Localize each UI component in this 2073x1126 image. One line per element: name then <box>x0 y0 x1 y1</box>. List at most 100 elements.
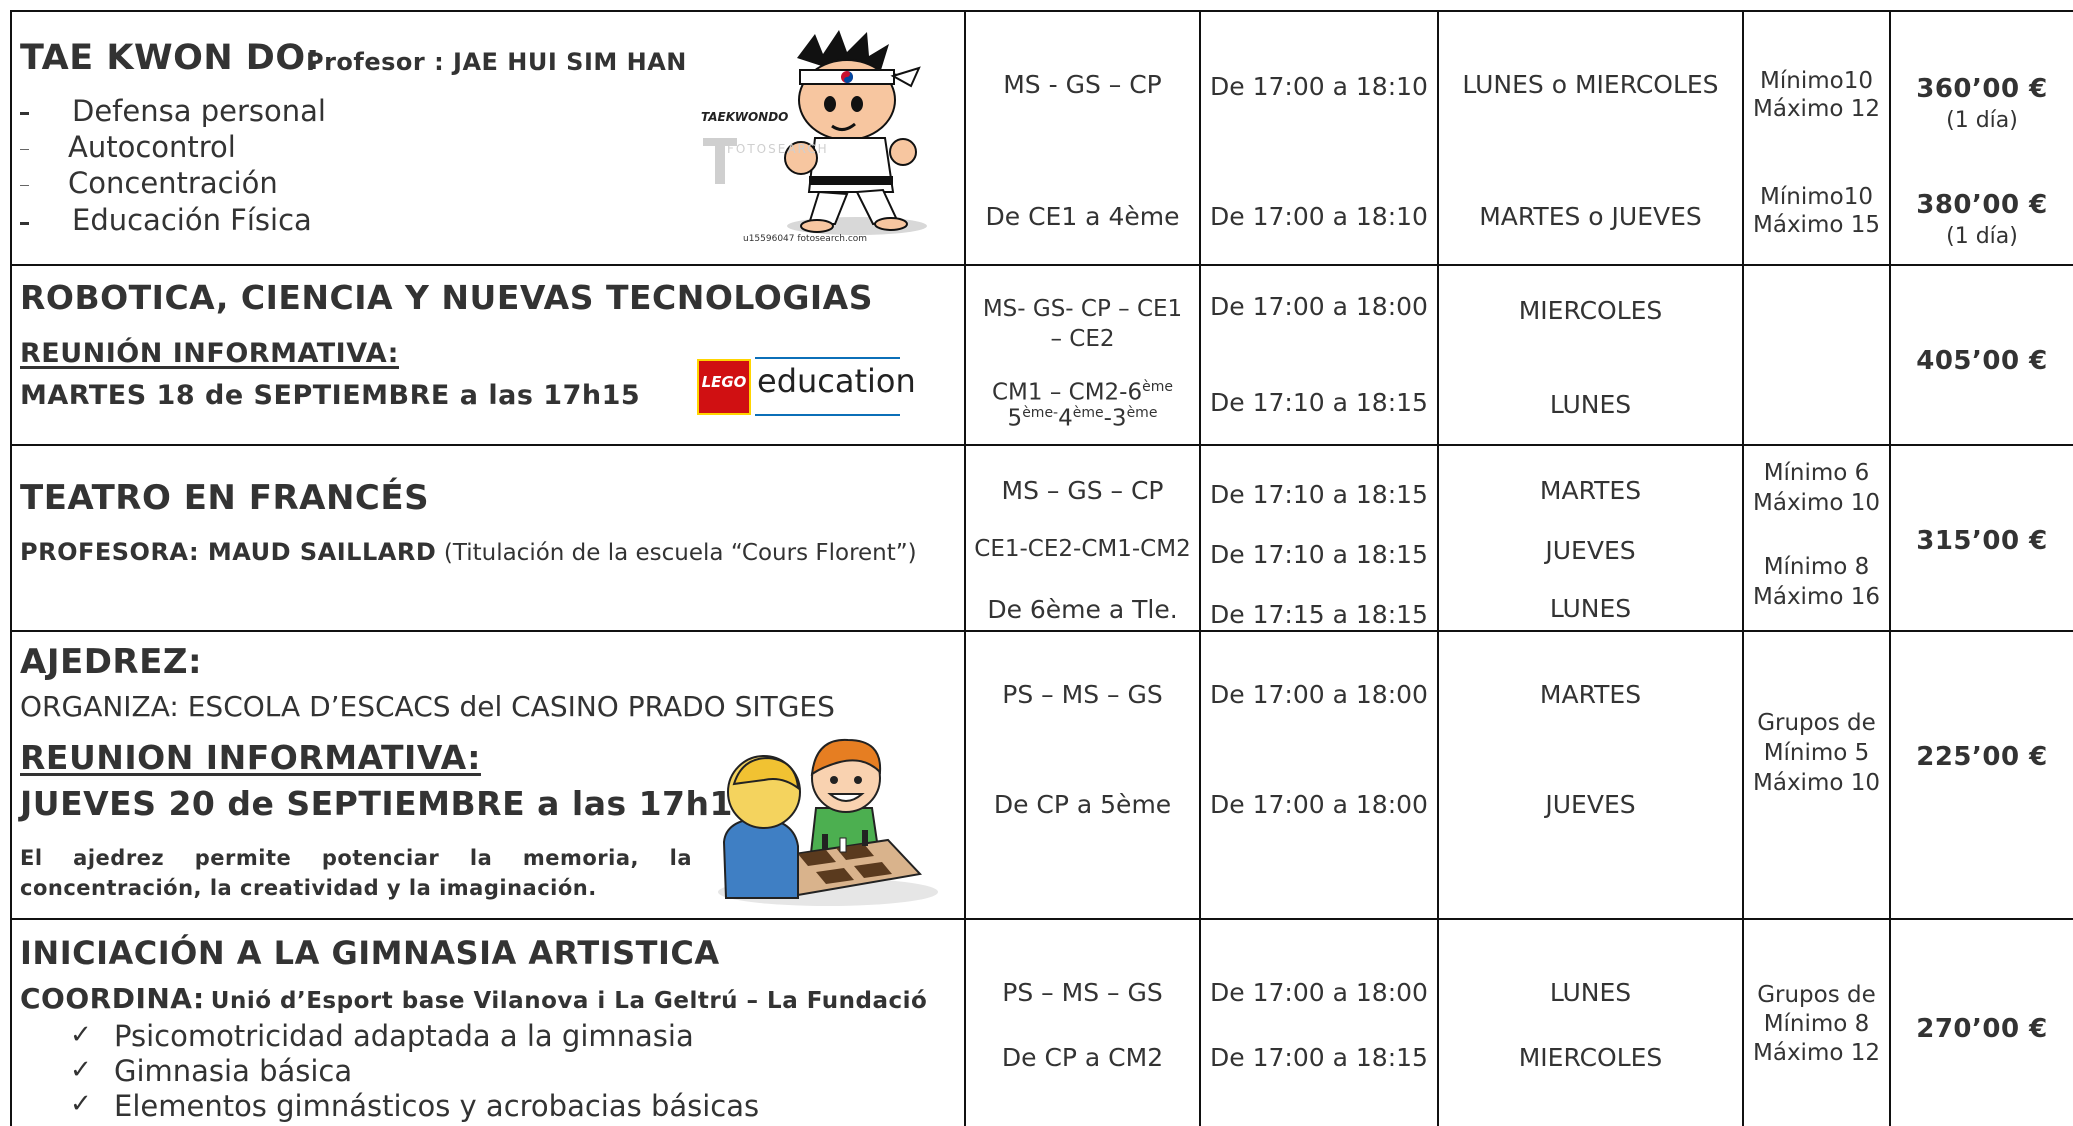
price-note: (1 día) <box>1946 224 2018 249</box>
levels-cell: MS – GS – CP <box>1001 476 1164 505</box>
levels-cell: CM1 – CM2-6ème 5ème-4ème-3ème <box>966 379 1199 432</box>
theatre-title: TEATRO EN FRANCÉS <box>20 478 430 518</box>
levels-text: CM1 – CM2-6 <box>991 379 1143 406</box>
column-divider <box>964 10 966 1126</box>
lego-education-logo: LEGO education <box>697 356 916 420</box>
gym-coord-label: COORDINA: <box>20 982 205 1015</box>
gym-bullet: Psicomotricidad adaptada a la gimnasia <box>114 1019 694 1053</box>
hours-cell: De 17:00 a 18:10 <box>1210 202 1428 231</box>
column-divider <box>10 10 12 1126</box>
taekwondo-bullet: Educación Física <box>72 203 312 237</box>
levels-text: 5 <box>1007 405 1023 432</box>
theatre-teacher-note: (Titulación de la escuela “Cours Florent… <box>443 540 917 566</box>
column-divider <box>1889 10 1891 1126</box>
robotics-meeting-label: REUNIÓN INFORMATIVA: <box>20 338 399 369</box>
capacity-groups: Grupos de <box>1757 982 1876 1008</box>
levels-cell: De CE1 a 4ème <box>985 202 1180 231</box>
levels-cell: MS- GS- CP – CE1 <box>982 296 1183 322</box>
bullet-dash <box>20 185 29 186</box>
capacity-max: Máximo 15 <box>1753 212 1880 238</box>
chess-description: El ajedrez permite potenciar la memoria,… <box>20 846 692 870</box>
taekwondo-bullet: Defensa personal <box>72 94 326 128</box>
chess-title: AJEDREZ: <box>20 642 203 682</box>
days-cell: LUNES <box>1549 594 1632 623</box>
capacity-groups: Grupos de <box>1757 710 1876 736</box>
robotics-meeting-date: MARTES 18 de SEPTIEMBRE a las 17h15 <box>20 380 641 411</box>
row-divider <box>10 264 2073 266</box>
levels-text: -3 <box>1103 405 1127 432</box>
price-cell: 360’00 € <box>1916 74 2048 104</box>
watermark-text: FOTOSEARCH <box>727 142 829 156</box>
lego-logo-text: LEGO <box>701 373 747 391</box>
levels-cell: De CP a CM2 <box>1001 1043 1164 1072</box>
chess-meeting-label: REUNION INFORMATIVA: <box>20 738 481 777</box>
chess-meeting-date: JUEVES 20 de SEPTIEMBRE a las 17h15 <box>20 784 757 823</box>
days-cell: MARTES <box>1539 476 1642 505</box>
image-caption: u15596047 fotosearch.com <box>743 234 868 244</box>
bullet-dash <box>20 149 29 150</box>
hours-cell: De 17:10 a 18:15 <box>1210 480 1428 509</box>
capacity-min: Mínimo 8 <box>1763 1011 1870 1037</box>
levels-cell: – CE2 <box>1050 326 1115 352</box>
hours-cell: De 17:00 a 18:10 <box>1210 72 1428 101</box>
days-cell: MARTES o JUEVES <box>1479 202 1702 231</box>
hours-cell: De 17:00 a 18:00 <box>1210 292 1428 321</box>
levels-superscript: ème <box>1142 379 1173 395</box>
days-cell: MIERCOLES <box>1518 296 1663 325</box>
check-icon: ✓ <box>70 1020 92 1050</box>
capacity-min: Mínimo 6 <box>1763 460 1870 486</box>
hours-cell: De 17:00 a 18:00 <box>1210 680 1428 709</box>
chess-description: concentración, la creatividad y la imagi… <box>20 876 597 900</box>
taekwondo-bullet: Autocontrol <box>68 130 236 164</box>
gym-coord-value: Unió d’Esport base Vilanova i La Geltrú … <box>210 988 928 1014</box>
hours-cell: De 17:10 a 18:15 <box>1210 388 1428 417</box>
bullet-dash <box>20 222 29 225</box>
row-divider <box>10 630 2073 632</box>
capacity-max: Máximo 12 <box>1753 1040 1880 1066</box>
taekwondo-teacher: Profesor : JAE HUI SIM HAN <box>306 48 687 76</box>
capacity-min: Mínimo 8 <box>1763 554 1870 580</box>
bullet-dash <box>20 112 29 115</box>
price-cell: 405’00 € <box>1916 346 2048 376</box>
taekwondo-title: TAE KWON DO: <box>20 38 321 78</box>
theatre-teacher: PROFESORA: MAUD SAILLARD (Titulación de … <box>20 538 917 566</box>
gym-bullet: Gimnasia básica <box>114 1054 353 1088</box>
check-icon: ✓ <box>70 1055 92 1085</box>
theatre-teacher-label: PROFESORA: MAUD SAILLARD <box>20 538 437 566</box>
days-cell: LUNES <box>1549 390 1632 419</box>
levels-superscript: ème <box>1126 404 1158 421</box>
price-cell: 380’00 € <box>1916 190 2048 220</box>
capacity-max: Máximo 12 <box>1753 96 1880 122</box>
levels-cell: PS – MS – GS <box>1002 978 1163 1007</box>
levels-cell: De CP a 5ème <box>993 790 1172 819</box>
levels-cell: PS – MS – GS <box>1002 680 1163 709</box>
days-cell: JUEVES <box>1545 536 1636 565</box>
levels-cell: CE1-CE2-CM1-CM2 <box>974 536 1191 562</box>
robotics-title: ROBOTICA, CIENCIA Y NUEVAS TECNOLOGIAS <box>20 278 873 317</box>
days-cell: LUNES <box>1549 978 1632 1007</box>
price-cell: 225’00 € <box>1916 742 2048 772</box>
row-divider <box>10 10 2073 12</box>
check-icon: ✓ <box>70 1089 92 1119</box>
chess-organizer: ORGANIZA: ESCOLA D’ESCACS del CASINO PRA… <box>20 690 835 723</box>
capacity-max: Máximo 10 <box>1753 770 1880 796</box>
row-divider <box>10 918 2073 920</box>
capacity-max: Máximo 10 <box>1753 490 1880 516</box>
hours-cell: De 17:00 a 18:15 <box>1210 1043 1428 1072</box>
hours-cell: De 17:10 a 18:15 <box>1210 540 1428 569</box>
price-cell: 270’00 € <box>1916 1014 2048 1044</box>
price-cell: 315’00 € <box>1916 526 2048 556</box>
row-divider <box>10 444 2073 446</box>
gym-coordinator: COORDINA: Unió d’Esport base Vilanova i … <box>20 982 927 1015</box>
days-cell: LUNES o MIERCOLES <box>1462 70 1719 99</box>
days-cell: JUEVES <box>1545 790 1636 819</box>
column-divider <box>1437 10 1439 1126</box>
capacity-min: Mínimo 5 <box>1763 740 1870 766</box>
levels-superscript: ème <box>1072 404 1104 421</box>
levels-cell: De 6ème a Tle. <box>987 595 1178 624</box>
hours-cell: De 17:15 a 18:15 <box>1210 600 1428 629</box>
capacity-min: Mínimo10 <box>1760 68 1873 94</box>
education-text: education <box>757 362 916 400</box>
levels-superscript: ème- <box>1022 404 1059 421</box>
